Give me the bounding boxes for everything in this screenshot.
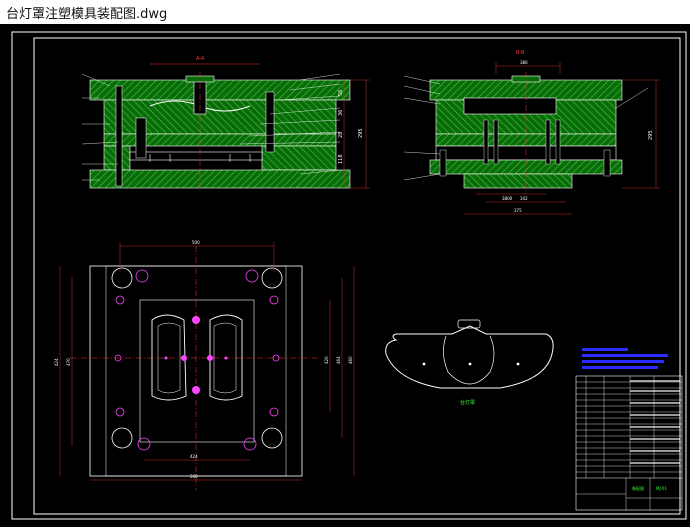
dim-front-1: 56 xyxy=(338,90,344,96)
dim-front-2: 36 xyxy=(338,110,344,116)
part-caption: 台灯罩 xyxy=(460,399,475,406)
dim-plan-left-1: 424 xyxy=(54,358,59,366)
dim-side-a: 3800 xyxy=(502,196,513,201)
dim-front-total: 295 xyxy=(358,128,364,138)
outer-frame xyxy=(11,31,687,520)
dim-side-height: 295 xyxy=(648,130,654,140)
section-b-label: B-B xyxy=(516,50,525,56)
side-section-view: B-B 386 295 3800 342 375 xyxy=(403,50,660,215)
drawing-svg: A-A xyxy=(11,31,687,520)
plan-view: 500 424 560 424 470 420 464 460 xyxy=(54,240,355,490)
dim-side-b: 342 xyxy=(520,196,528,201)
title-block: 装配图 MJ-01 xyxy=(575,375,683,511)
dim-front-4: 118 xyxy=(338,154,344,164)
window-title: 台灯罩注塑模具装配图.dwg xyxy=(6,7,168,22)
dim-side-c: 375 xyxy=(514,208,522,213)
technical-notes xyxy=(582,348,668,369)
part-view: 台灯罩 xyxy=(385,319,554,406)
dim-plan-right-1: 420 xyxy=(324,356,329,364)
cad-drawing-canvas[interactable]: A-A xyxy=(0,24,690,527)
dim-plan-right-3: 460 xyxy=(348,356,353,364)
front-section-view: A-A xyxy=(81,56,370,194)
dim-side-top: 386 xyxy=(520,60,528,65)
section-a-label: A-A xyxy=(196,56,205,62)
dim-plan-left-2: 470 xyxy=(66,358,71,366)
dim-front-3: 28 xyxy=(338,132,344,138)
dim-plan-top: 500 xyxy=(192,240,200,245)
inner-frame xyxy=(33,37,681,515)
dim-plan-bottom-2: 560 xyxy=(190,474,198,479)
dim-plan-bottom-1: 424 xyxy=(190,454,198,459)
title-block-label: 装配图 xyxy=(632,485,644,491)
title-block-code: MJ-01 xyxy=(656,486,667,491)
window-titlebar: 台灯罩注塑模具装配图.dwg xyxy=(0,0,690,24)
dim-plan-right-2: 464 xyxy=(336,356,341,364)
